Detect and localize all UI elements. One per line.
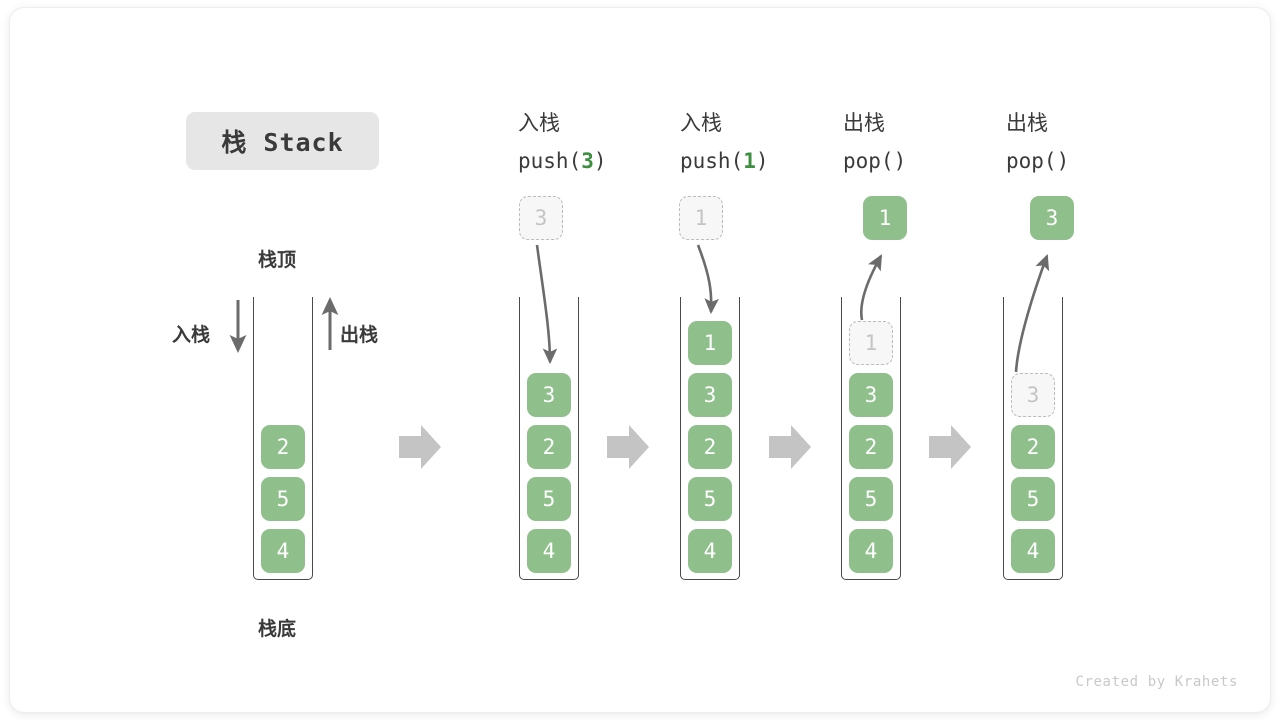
floating-value-push-1: 1 <box>679 196 723 240</box>
base-stack-cell: 5 <box>261 477 305 521</box>
stack-cell: 3 <box>849 373 893 417</box>
step-op-code-arg: 3 <box>581 149 594 173</box>
step-op-code-suffix: ) <box>755 149 769 173</box>
stack-cell: 5 <box>688 477 732 521</box>
step-op-code-suffix: ) <box>593 149 607 173</box>
step-op-code-prefix: pop( <box>1006 149 1057 173</box>
base-stack-cell: 2 <box>261 425 305 469</box>
stack-container-push-3 <box>519 297 579 580</box>
step-op-cn: 出栈 <box>1006 111 1048 135</box>
stack-cell: 4 <box>849 529 893 573</box>
step-op-code-arg: 1 <box>743 149 756 173</box>
stack-cell: 3 <box>527 373 571 417</box>
stack-cell: 1 <box>849 321 893 365</box>
stack-top-label: 栈顶 <box>258 249 297 271</box>
stack-cell: 5 <box>1011 477 1055 521</box>
step-op-code-suffix: ) <box>893 149 907 173</box>
floating-value-pop-3: 3 <box>1030 196 1074 240</box>
step-title-push-3: 入栈 push(3) <box>518 104 607 180</box>
stack-container-push-1 <box>680 297 740 580</box>
stack-cell: 2 <box>527 425 571 469</box>
floating-value-push-3: 3 <box>519 196 563 240</box>
title-badge-label: 栈 Stack <box>221 128 344 157</box>
step-op-code-prefix: pop( <box>843 149 894 173</box>
pop-direction-label: 出栈 <box>340 324 379 346</box>
step-op-cn: 入栈 <box>518 111 560 135</box>
step-op-code-prefix: push( <box>518 149 582 173</box>
stack-cell: 4 <box>1011 529 1055 573</box>
step-op-cn: 出栈 <box>843 111 885 135</box>
title-badge: 栈 Stack <box>186 112 379 170</box>
stack-cell: 2 <box>688 425 732 469</box>
step-title-push-1: 入栈 push(1) <box>680 104 769 180</box>
stack-cell: 3 <box>1011 373 1055 417</box>
stack-cell: 5 <box>849 477 893 521</box>
stack-cell: 4 <box>688 529 732 573</box>
step-title-pop-3: 出栈 pop() <box>1006 104 1069 180</box>
base-stack-container <box>253 297 313 580</box>
credit-label: Created by Krahets <box>1075 674 1238 690</box>
stack-container-pop-3 <box>1003 297 1063 580</box>
stack-cell: 3 <box>688 373 732 417</box>
stack-cell: 2 <box>849 425 893 469</box>
stack-cell: 1 <box>688 321 732 365</box>
push-direction-label: 入栈 <box>172 324 211 346</box>
step-op-code-prefix: push( <box>680 149 744 173</box>
stack-cell: 2 <box>1011 425 1055 469</box>
step-op-cn: 入栈 <box>680 111 722 135</box>
stack-cell: 4 <box>527 529 571 573</box>
step-title-pop-1: 出栈 pop() <box>843 104 906 180</box>
stack-container-pop-1 <box>841 297 901 580</box>
stack-cell: 5 <box>527 477 571 521</box>
floating-value-pop-1: 1 <box>863 196 907 240</box>
base-stack-cell: 4 <box>261 529 305 573</box>
stack-bottom-label: 栈底 <box>258 618 297 640</box>
step-op-code-suffix: ) <box>1056 149 1070 173</box>
